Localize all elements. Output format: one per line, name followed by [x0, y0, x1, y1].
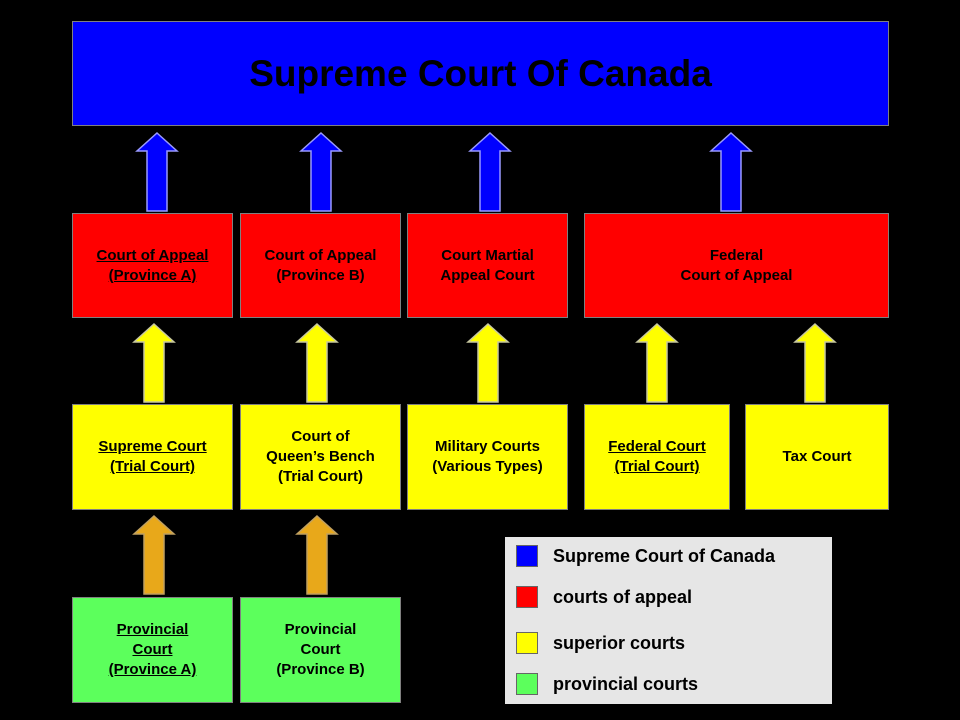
tax-court: Tax Court [745, 404, 889, 510]
supreme-court-label: Supreme Court Of Canada [249, 52, 712, 94]
legend-label: Supreme Court of Canada [553, 546, 776, 566]
military-courts: Military Courts (Various Types) [407, 404, 568, 510]
arrow-up-icon [132, 514, 176, 595]
legend: Supreme Court of Canada courts of appeal… [505, 537, 832, 704]
legend-swatch [516, 632, 538, 654]
superior-court-label: Federal Court (Trial Court) [608, 438, 706, 475]
legend-item-appeal: courts of appeal [505, 582, 832, 612]
provincial-court-label: Provincial Court (Province B) [276, 621, 365, 678]
court-of-queens-bench: Court of Queen’s Bench (Trial Court) [240, 404, 401, 510]
superior-court-label: Military Courts (Various Types) [432, 438, 543, 475]
arrow-up-icon [709, 131, 753, 212]
arrow-up-icon [295, 514, 339, 595]
legend-item-provincial: provincial courts [505, 669, 832, 699]
federal-court-of-appeal: Federal Court of Appeal [584, 213, 889, 318]
provincial-court-province-a: Provincial Court (Province A) [72, 597, 233, 703]
legend-swatch [516, 673, 538, 695]
superior-court-label: Supreme Court (Trial Court) [98, 438, 207, 475]
arrow-up-icon [466, 322, 510, 403]
arrow-up-icon [793, 322, 837, 403]
arrow-up-icon [468, 131, 512, 212]
appeal-court-label: Court of Appeal (Province A) [96, 246, 209, 284]
arrow-up-icon [635, 322, 679, 403]
court-martial-appeal-court: Court Martial Appeal Court [407, 213, 568, 318]
provincial-court-label: Provincial Court (Province A) [108, 621, 197, 678]
legend-label: superior courts [553, 633, 686, 653]
appeal-court-label: Court of Appeal (Province B) [264, 246, 377, 284]
arrow-up-icon [299, 131, 343, 212]
supreme-court-box: Supreme Court Of Canada [72, 21, 889, 126]
appeal-court-label: Federal Court of Appeal [680, 246, 793, 284]
legend-item-superior: superior courts [505, 628, 832, 658]
provincial-court-province-b: Provincial Court (Province B) [240, 597, 401, 703]
arrow-up-icon [132, 322, 176, 403]
legend-item-supreme: Supreme Court of Canada [505, 541, 832, 571]
legend-swatch [516, 545, 538, 567]
supreme-court-trial: Supreme Court (Trial Court) [72, 404, 233, 510]
arrow-up-icon [295, 322, 339, 403]
legend-label: provincial courts [553, 674, 699, 694]
arrow-up-icon [135, 131, 179, 212]
federal-court-trial: Federal Court (Trial Court) [584, 404, 730, 510]
legend-label: courts of appeal [553, 587, 693, 607]
superior-court-label: Tax Court [782, 448, 852, 465]
appeal-court-province-a: Court of Appeal (Province A) [72, 213, 233, 318]
superior-court-label: Court of Queen’s Bench (Trial Court) [266, 428, 375, 485]
appeal-court-label: Court Martial Appeal Court [440, 246, 535, 284]
legend-swatch [516, 586, 538, 608]
appeal-court-province-b: Court of Appeal (Province B) [240, 213, 401, 318]
